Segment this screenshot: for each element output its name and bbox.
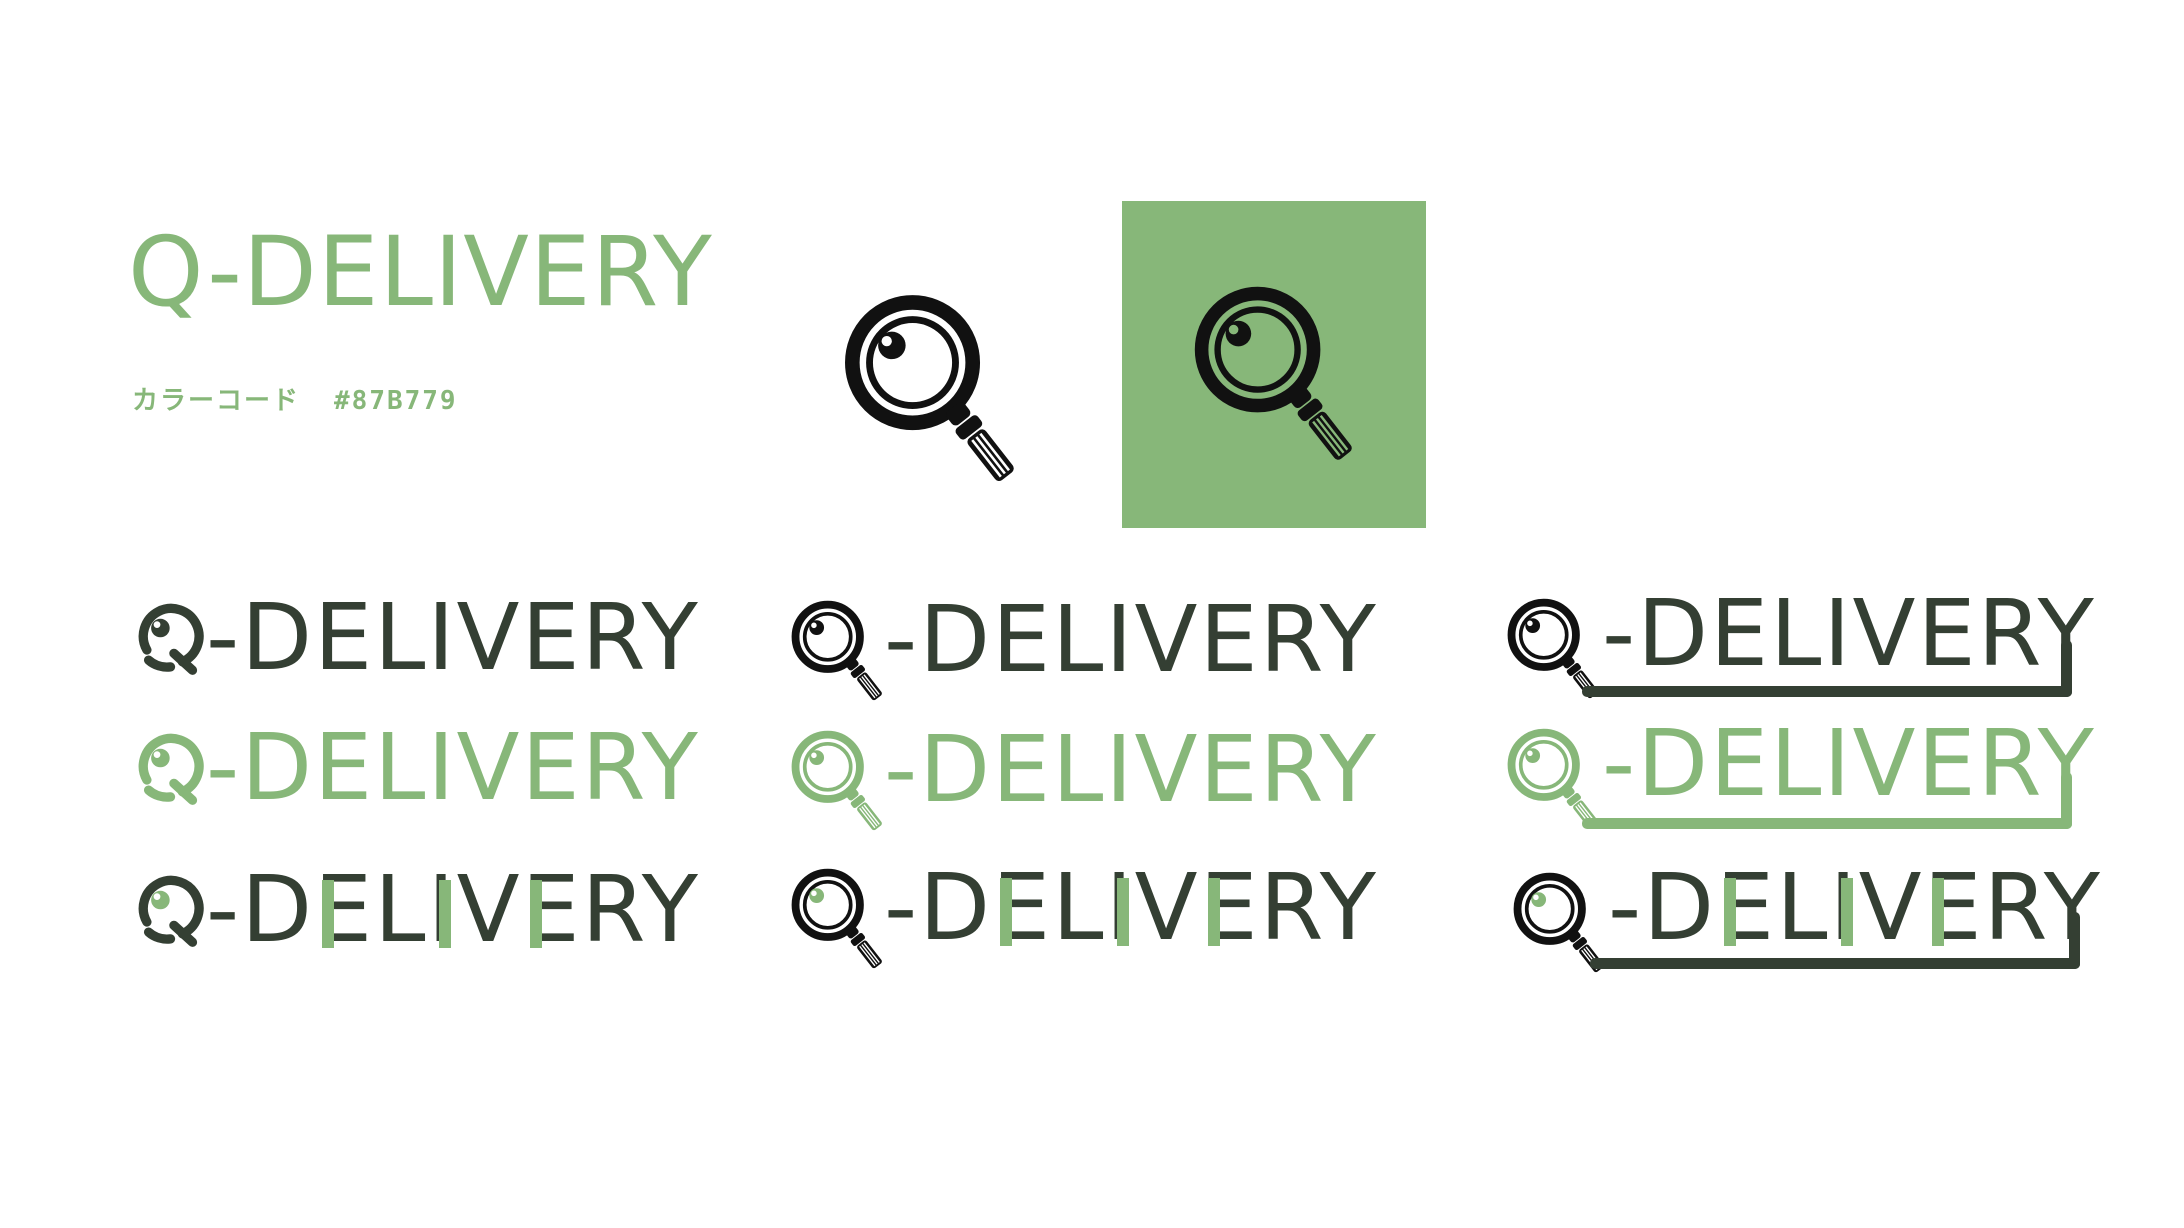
eye-q-glyph-icon — [130, 872, 206, 950]
logo-variant-magnifier-accent: -DELIVERY — [790, 854, 1378, 976]
logo-wordmark: -DELIVERY — [206, 714, 700, 821]
logo-underline-riser — [2061, 640, 2072, 697]
accent-stem-i: I — [1105, 854, 1135, 961]
icon-on-green-background — [1122, 201, 1426, 528]
logo-variant-magnifier-green: -DELIVERY — [790, 716, 1378, 838]
logo-wordmark: -DELIVERY — [884, 854, 1378, 961]
eye-q-glyph-icon — [130, 730, 206, 808]
accent-stem-e: E — [521, 856, 582, 963]
magnifier-eye-icon — [790, 596, 882, 708]
color-code-value: #87B779 — [334, 386, 458, 416]
logo-variant-magnifier-underline-accent: -DELIVERY — [1512, 854, 2102, 980]
accent-stem-e: E — [1716, 854, 1777, 961]
magnifier-eye-icon — [791, 868, 882, 969]
accent-stem-e: E — [314, 856, 375, 963]
eye-q-glyph-icon — [130, 600, 206, 678]
logo-variant-eyeq-green: -DELIVERY — [130, 714, 700, 821]
logo-wordmark: -DELIVERY — [884, 586, 1378, 693]
magnifier-eye-icon — [842, 292, 1014, 490]
logo-wordmark: -DELIVERY — [1608, 854, 2102, 961]
logo-underline-riser — [2069, 912, 2080, 969]
brand-title: Q-DELIVERY — [128, 216, 713, 328]
logo-wordmark: -DELIVERY — [884, 716, 1378, 823]
color-code: カラーコード #87B779 — [132, 380, 458, 417]
logo-underline-bar — [1582, 686, 2072, 697]
magnifier-eye-icon — [790, 726, 882, 838]
logo-wordmark: -DELIVERY — [1602, 580, 2096, 687]
magnifier-eye-icon — [1192, 283, 1352, 469]
logo-underline-bar — [1590, 958, 2080, 969]
logo-wordmark: -DELIVERY — [206, 584, 700, 691]
accent-stem-e: E — [1199, 854, 1260, 961]
accent-stem-i: I — [1829, 854, 1859, 961]
accent-stem-i: I — [427, 856, 457, 963]
logo-wordmark: -DELIVERY — [206, 856, 700, 963]
logo-wordmark: -DELIVERY — [1602, 710, 2096, 817]
accent-stem-e: E — [1923, 854, 1984, 961]
accent-stem-e: E — [992, 854, 1053, 961]
color-code-label: カラーコード — [132, 386, 301, 416]
logo-variant-eyeq-dark: -DELIVERY — [130, 584, 700, 691]
logo-variant-magnifier-dark: -DELIVERY — [790, 586, 1378, 708]
logo-underline-riser — [2061, 772, 2072, 829]
logo-underline-bar — [1582, 818, 2072, 829]
logo-variant-magnifier-underline-dark: -DELIVERY — [1506, 580, 2096, 706]
logo-variant-magnifier-underline-green: -DELIVERY — [1506, 710, 2096, 836]
logo-variant-eyeq-accent: -DELIVERY — [130, 856, 700, 963]
